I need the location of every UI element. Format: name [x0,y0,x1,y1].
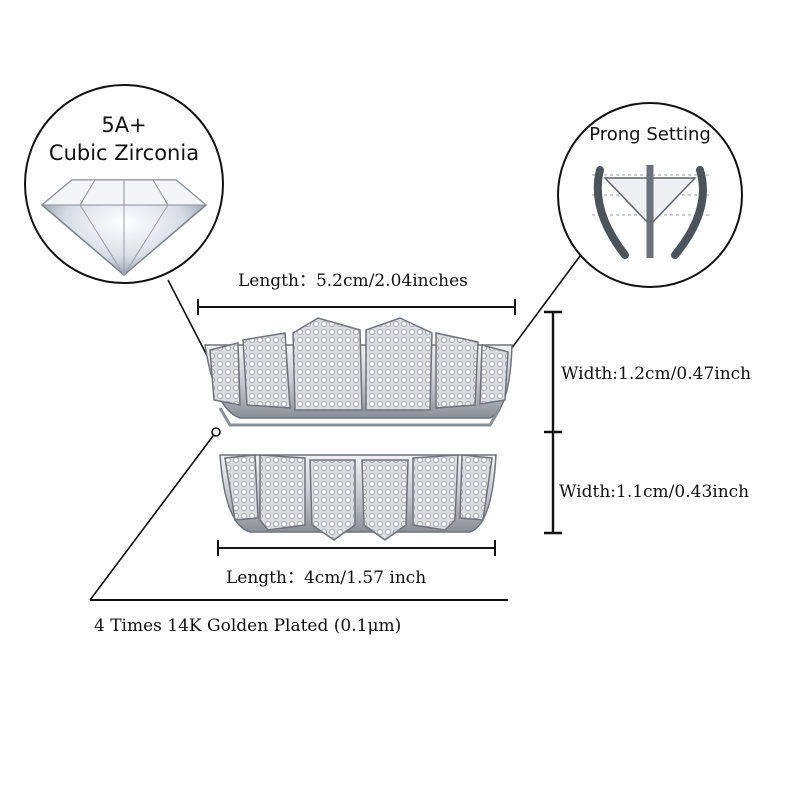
top-length-label: Length：5.2cm/2.04inches [238,271,468,291]
width-dimension [544,310,562,535]
plating-leader-dot [211,427,221,437]
bottom-width-label: Width:1.1cm/0.43inch [559,482,750,502]
stone-type-label: Cubic Zirconia [48,141,200,165]
setting-callout [557,102,743,288]
bottom-grill [219,454,497,541]
plating-note: 4 Times 14K Golden Plated (0.1μm) [94,616,402,636]
setting-leader-line [499,255,581,365]
diamond-icon [40,179,208,276]
plating-leader-line [89,431,217,601]
prong-setting-icon [592,165,712,259]
top-grill [204,317,513,427]
top-length-dimension [197,299,516,315]
bottom-length-dimension [217,540,496,556]
bottom-length-label: Length：4cm/1.57 inch [226,568,427,588]
stone-grade-label: 5A+ [101,113,147,137]
setting-title-label: Prong Setting [589,124,711,145]
top-width-label: Width:1.2cm/0.47inch [561,364,752,384]
stone-callout [24,84,224,284]
